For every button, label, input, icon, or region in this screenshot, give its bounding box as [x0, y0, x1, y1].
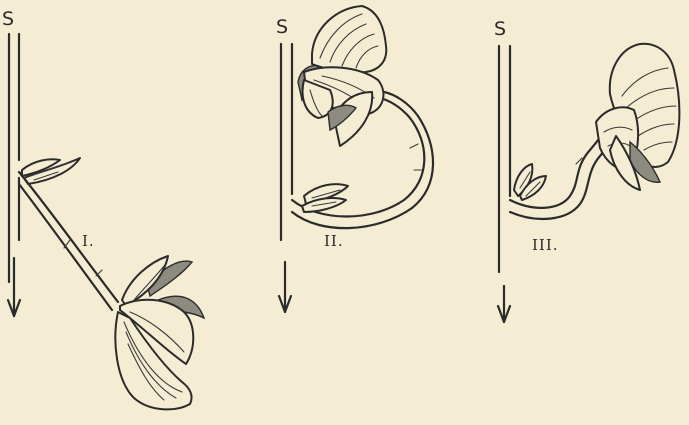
panel-2-numeral: II.	[324, 234, 344, 249]
panel-1-numeral: I.	[82, 234, 95, 249]
flower-3	[596, 44, 679, 190]
stem-3	[498, 46, 510, 322]
stem-1	[8, 34, 20, 316]
panel-3-numeral: III.	[532, 238, 559, 253]
panel-3-drawing	[498, 44, 679, 322]
pedicel-1	[19, 172, 118, 310]
flower-1	[115, 256, 204, 409]
bud-3	[514, 164, 546, 200]
panel-2-drawing	[279, 6, 433, 312]
stem-label-1: S	[2, 10, 14, 29]
stem-label-2: S	[276, 18, 288, 37]
bud-2	[302, 184, 348, 212]
bud-1	[22, 158, 80, 184]
panel-1-drawing	[8, 34, 204, 409]
flower-2	[298, 6, 386, 146]
stem-label-3: S	[494, 20, 506, 39]
stem-2	[279, 44, 292, 312]
